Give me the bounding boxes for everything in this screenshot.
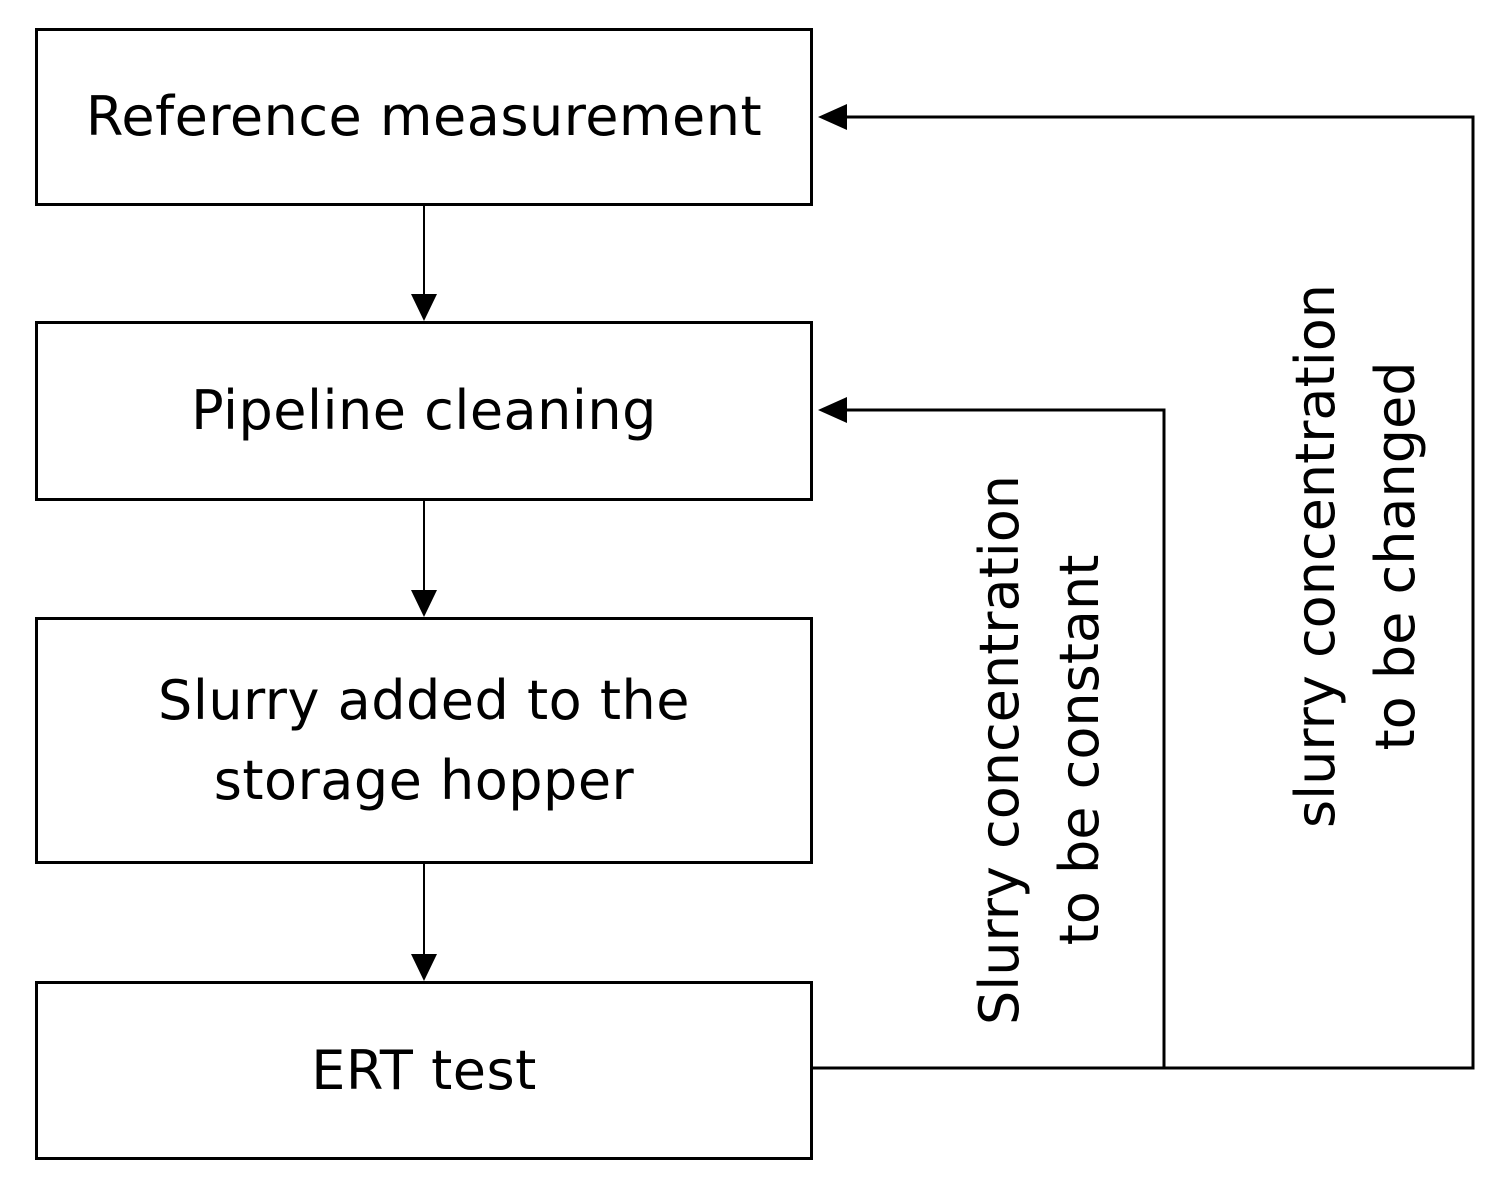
step-label: Reference measurement — [85, 85, 763, 148]
step-reference-measurement: Reference measurement — [35, 28, 813, 206]
step-label-line: storage hopper — [213, 748, 635, 812]
loop-constant-arrow — [812, 397, 1166, 1070]
step-label: Slurry added to the storage hopper — [158, 661, 690, 821]
step-pipeline-cleaning: Pipeline cleaning — [35, 321, 813, 501]
loop-changed-arrow — [818, 104, 1475, 1070]
arrow-slurry-to-ert — [411, 863, 437, 981]
step-slurry-added: Slurry added to the storage hopper — [35, 617, 813, 864]
loop-label-line: to be constant — [1048, 554, 1111, 946]
step-label: Pipeline cleaning — [191, 379, 657, 442]
arrow-reference-to-cleaning — [411, 205, 437, 321]
loop-label-line: Slurry concentration — [968, 474, 1031, 1026]
loop-label-line: to be changed — [1364, 361, 1427, 751]
step-label: ERT test — [311, 1038, 537, 1102]
arrow-cleaning-to-slurry — [411, 500, 437, 617]
step-ert-test: ERT test — [35, 981, 813, 1160]
step-label-line: Slurry added to the — [158, 668, 690, 732]
loop-label-line: slurry concentration — [1284, 284, 1347, 828]
